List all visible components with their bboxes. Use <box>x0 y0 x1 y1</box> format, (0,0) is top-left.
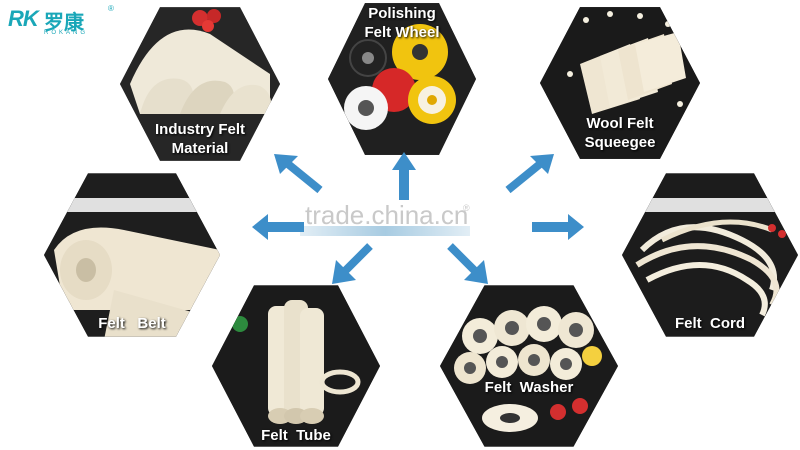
felt-washer-image <box>440 285 618 447</box>
watermark-registered-mark: ® <box>463 203 470 213</box>
arrow-left <box>252 214 304 240</box>
watermark-text: trade.china.cn <box>305 200 469 230</box>
logo-mark: RK <box>8 6 39 31</box>
product-label: Industry Felt Material <box>154 121 245 157</box>
product-label: Felt Washer <box>484 379 574 396</box>
product-label: Wool Felt Squeegee <box>584 115 656 151</box>
brand-logo: RK 罗康 ROKANG ® <box>6 4 124 40</box>
product-felt-cord[interactable]: Felt Cord <box>622 173 798 337</box>
arrow-down-left <box>332 243 373 284</box>
arrow-down-right <box>447 243 488 284</box>
arrow-up-right <box>505 154 554 194</box>
product-label: Felt Belt <box>98 315 166 332</box>
product-label: Felt Tube <box>261 427 331 444</box>
product-label: Felt Cord <box>675 315 745 332</box>
arrow-up <box>392 152 416 200</box>
arrow-up-left <box>274 154 323 194</box>
felt-wheels-image <box>328 3 476 155</box>
arrow-right <box>532 214 584 240</box>
logo-registered-mark: ® <box>108 4 114 13</box>
product-polishing-felt-wheel[interactable]: Polishing Felt Wheel <box>328 3 476 155</box>
product-felt-washer[interactable]: Felt Washer <box>440 285 618 447</box>
product-felt-tube[interactable]: Felt Tube <box>212 285 380 447</box>
product-label: Polishing Felt Wheel <box>364 5 440 41</box>
product-wool-felt-squeegee[interactable]: Wool Felt Squeegee <box>540 7 700 159</box>
felt-squeegee-image <box>540 7 700 159</box>
logo-subtitle: ROKANG <box>44 30 89 36</box>
felt-tube-image <box>212 285 380 447</box>
product-felt-belt[interactable]: Felt Belt <box>44 173 220 337</box>
center-band <box>300 226 470 236</box>
product-industry-felt-material[interactable]: Industry Felt Material <box>120 7 280 161</box>
felt-rolls-image <box>120 7 280 161</box>
logo-chinese-name: 罗康 <box>44 10 84 34</box>
